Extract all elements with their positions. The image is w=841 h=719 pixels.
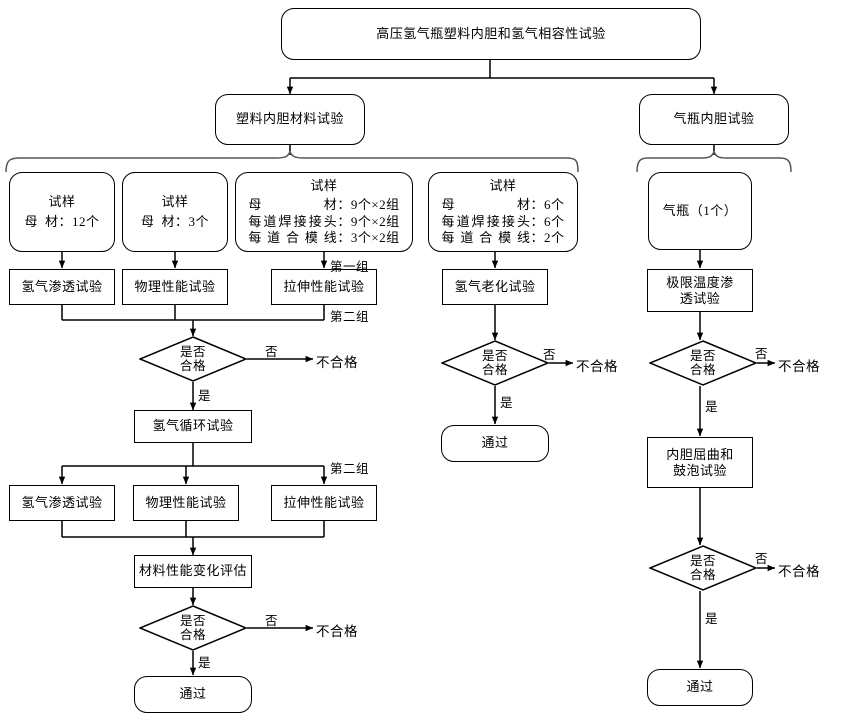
- label-no-2: 否: [543, 348, 557, 362]
- node-sample-3[interactable]: 试样 母材 ： 9个×2组 每道焊接接头 ： 9个×2组 每道合模线 ： 3个×…: [235, 172, 413, 252]
- node-sample-4-line-2: 每道合模线 ： 2个: [441, 229, 565, 245]
- node-test-tensile-2[interactable]: 拉伸性能试验: [271, 485, 377, 521]
- node-test-liner-buckling-label: 内胆屈曲和鼓泡试验: [666, 446, 734, 478]
- node-test-hydrogen-aging-label: 氢气老化试验: [454, 278, 536, 294]
- label-group-second-b: 第二组: [330, 462, 370, 476]
- terminal-fail-2: 不合格: [576, 359, 618, 374]
- node-test-hydrogen-aging[interactable]: 氢气老化试验: [442, 269, 548, 305]
- bracket-left: [5, 150, 579, 173]
- label-yes-5: 是: [705, 612, 719, 626]
- node-sample-1-line-0: 母材 ： 12个: [24, 213, 100, 229]
- label-no-3: 否: [755, 347, 769, 361]
- node-test-hydrogen-permeation-2[interactable]: 氢气渗透试验: [9, 485, 115, 521]
- node-sample-3-title: 试样: [310, 178, 338, 193]
- label-yes-4: 是: [198, 656, 212, 670]
- node-material-evaluation[interactable]: 材料性能变化评估: [134, 555, 252, 588]
- decision-material-2-label: 是否 合格: [179, 613, 206, 642]
- node-sample-cylinder[interactable]: 气瓶（1个）: [648, 172, 752, 250]
- node-branch-plastic-liner-label: 塑料内胆材料试验: [235, 111, 344, 127]
- decision-cylinder-1[interactable]: 是否 合格: [648, 340, 758, 386]
- node-pass-middle-label: 通过: [481, 435, 509, 451]
- node-sample-4[interactable]: 试样 母材 ： 6个 每道焊接接头 ： 6个 每道合模线 ： 2个: [428, 172, 578, 252]
- decision-material-2[interactable]: 是否 合格: [138, 605, 248, 651]
- node-sample-3-line-1: 每道焊接接头 ： 9个×2组: [248, 213, 400, 229]
- node-sample-1-title: 试样: [48, 194, 76, 210]
- node-pass-left[interactable]: 通过: [134, 676, 252, 713]
- node-material-evaluation-label: 材料性能变化评估: [138, 563, 247, 579]
- node-branch-plastic-liner[interactable]: 塑料内胆材料试验: [215, 94, 365, 145]
- node-root-title[interactable]: 高压氢气瓶塑料内胆和氢气相容性试验: [281, 8, 701, 60]
- terminal-fail-1: 不合格: [316, 355, 358, 370]
- node-pass-right[interactable]: 通过: [647, 669, 753, 706]
- node-test-hydrogen-permeation-2-label: 氢气渗透试验: [21, 494, 103, 510]
- label-no-5: 否: [755, 552, 769, 566]
- node-test-physical-1-label: 物理性能试验: [134, 278, 216, 294]
- node-test-extreme-temp-permeation-label: 极限温度渗透试验: [666, 274, 734, 306]
- terminal-fail-4: 不合格: [316, 624, 358, 639]
- node-branch-cylinder-liner-label: 气瓶内胆试验: [673, 111, 755, 127]
- decision-cylinder-1-label: 是否 合格: [689, 348, 716, 377]
- terminal-fail-3: 不合格: [778, 359, 820, 374]
- bracket-right: [636, 150, 792, 173]
- node-pass-middle[interactable]: 通过: [441, 425, 549, 462]
- node-test-hydrogen-cycle-label: 氢气循环试验: [152, 418, 234, 434]
- node-sample-2-line-0: 母材 ： 3个: [140, 213, 210, 229]
- decision-material-1-label: 是否 合格: [179, 344, 206, 373]
- node-branch-cylinder-liner[interactable]: 气瓶内胆试验: [639, 94, 789, 145]
- label-no-1: 否: [265, 345, 279, 359]
- node-sample-4-line-1: 每道焊接接头 ： 6个: [441, 213, 565, 229]
- node-sample-4-line-0: 母材 ： 6个: [441, 197, 565, 213]
- label-group-first: 第一组: [330, 260, 370, 274]
- node-test-hydrogen-permeation-1[interactable]: 氢气渗透试验: [9, 269, 115, 305]
- label-no-4: 否: [265, 614, 279, 628]
- terminal-fail-5: 不合格: [778, 564, 820, 579]
- node-test-liner-buckling[interactable]: 内胆屈曲和鼓泡试验: [647, 437, 753, 488]
- decision-cylinder-2[interactable]: 是否 合格: [648, 545, 758, 591]
- label-yes-3: 是: [705, 400, 719, 414]
- label-yes-1: 是: [198, 389, 212, 403]
- node-test-physical-1[interactable]: 物理性能试验: [122, 269, 228, 305]
- node-sample-4-title: 试样: [489, 178, 517, 193]
- node-test-tensile-1-label: 拉伸性能试验: [283, 278, 365, 294]
- decision-aging-label: 是否 合格: [481, 348, 508, 377]
- node-test-extreme-temp-permeation[interactable]: 极限温度渗透试验: [647, 269, 753, 312]
- node-sample-2[interactable]: 试样 母材 ： 3个: [122, 172, 228, 252]
- node-pass-left-label: 通过: [179, 686, 207, 702]
- label-yes-2: 是: [500, 396, 514, 410]
- node-test-physical-2-label: 物理性能试验: [145, 494, 227, 510]
- decision-material-1[interactable]: 是否 合格: [138, 336, 248, 382]
- node-root-title-label: 高压氢气瓶塑料内胆和氢气相容性试验: [376, 25, 606, 41]
- node-test-hydrogen-permeation-1-label: 氢气渗透试验: [21, 278, 103, 294]
- node-pass-right-label: 通过: [686, 679, 714, 695]
- decision-aging[interactable]: 是否 合格: [440, 340, 550, 386]
- node-sample-1[interactable]: 试样 母材 ： 12个: [9, 172, 115, 252]
- node-test-hydrogen-cycle[interactable]: 氢气循环试验: [134, 410, 252, 443]
- node-sample-2-title: 试样: [161, 194, 189, 210]
- node-sample-3-line-2: 每道合模线 ： 3个×2组: [248, 229, 400, 245]
- node-sample-cylinder-label: 气瓶（1个）: [662, 202, 738, 218]
- node-test-physical-2[interactable]: 物理性能试验: [133, 485, 239, 521]
- label-group-second: 第二组: [330, 310, 370, 324]
- node-test-tensile-1[interactable]: 拉伸性能试验: [271, 269, 377, 305]
- decision-cylinder-2-label: 是否 合格: [689, 553, 716, 582]
- node-sample-3-line-0: 母材 ： 9个×2组: [248, 197, 400, 213]
- node-test-tensile-2-label: 拉伸性能试验: [283, 494, 365, 510]
